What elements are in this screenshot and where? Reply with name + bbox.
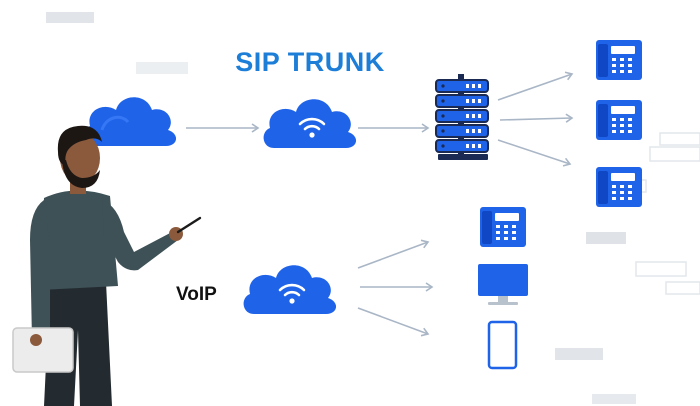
sip-fanout-arrows — [497, 71, 574, 167]
computer-monitor-icon — [478, 264, 528, 305]
desk-phone-icon — [480, 207, 526, 247]
desk-phone-icon — [596, 40, 642, 80]
desk-phone-icon — [596, 167, 642, 207]
sip-trunk-label: SIP TRUNK — [235, 47, 385, 77]
desk-phone-icon — [596, 100, 642, 140]
voip-wifi-cloud-icon — [243, 265, 337, 314]
server-rack-icon — [435, 74, 489, 160]
sip-source-cloud-icon — [83, 97, 177, 146]
sip-wifi-cloud-icon — [263, 99, 357, 148]
smartphone-icon — [487, 320, 518, 370]
voip-fanout-arrows — [357, 239, 434, 337]
presenter-person-icon — [30, 125, 202, 406]
voip-label: VoIP — [176, 284, 217, 305]
tablet-icon — [12, 327, 74, 373]
